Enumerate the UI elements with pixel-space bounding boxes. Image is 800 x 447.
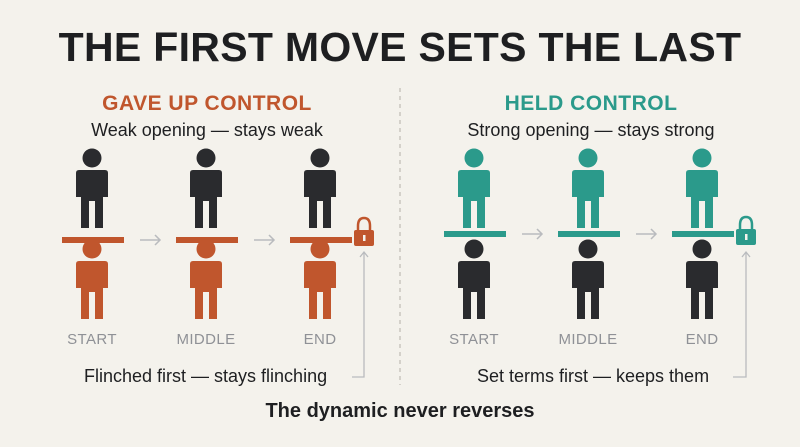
right-caption: Set terms first — keeps them bbox=[477, 366, 710, 386]
left-stage-label-end: END bbox=[303, 331, 337, 348]
arrow-right-icon bbox=[254, 234, 276, 246]
person-icon bbox=[458, 148, 490, 228]
right-stage-end bbox=[672, 148, 734, 319]
main-title: THE FIRST MOVE SETS THE LAST bbox=[58, 24, 742, 70]
left-return-connector bbox=[352, 250, 369, 378]
person-icon bbox=[76, 239, 108, 319]
left-stage-label-start: START bbox=[67, 331, 117, 348]
left-stage-start bbox=[62, 148, 124, 319]
left-subheading: Weak opening — stays weak bbox=[91, 120, 323, 140]
divider-bar bbox=[558, 231, 620, 237]
arrow-right-icon bbox=[522, 228, 544, 240]
person-icon bbox=[686, 239, 718, 319]
left-stage-label-middle: MIDDLE bbox=[176, 331, 236, 348]
left-heading: GAVE UP CONTROL bbox=[102, 92, 312, 115]
left-caption: Flinched first — stays flinching bbox=[84, 366, 328, 386]
person-icon bbox=[458, 239, 490, 319]
person-icon bbox=[686, 148, 718, 228]
person-icon bbox=[304, 239, 336, 319]
person-icon bbox=[304, 148, 336, 228]
left-stage-end bbox=[290, 148, 352, 319]
lock-icon bbox=[736, 215, 756, 245]
left-stage-middle bbox=[176, 148, 238, 319]
person-icon bbox=[190, 239, 222, 319]
right-return-connector bbox=[733, 250, 751, 378]
right-heading: HELD CONTROL bbox=[504, 92, 678, 115]
right-stage-label-end: END bbox=[685, 331, 719, 348]
lock-icon bbox=[354, 216, 374, 246]
person-icon bbox=[572, 148, 604, 228]
right-stage-label-middle: MIDDLE bbox=[558, 331, 618, 348]
right-stage-start bbox=[444, 148, 506, 319]
person-icon bbox=[572, 239, 604, 319]
right-stage-label-start: START bbox=[449, 331, 499, 348]
footer-statement: The dynamic never reverses bbox=[265, 400, 535, 422]
person-icon bbox=[76, 148, 108, 228]
divider-bar bbox=[672, 231, 734, 237]
person-icon bbox=[190, 148, 222, 228]
right-subheading: Strong opening — stays strong bbox=[467, 120, 715, 140]
right-stage-middle bbox=[558, 148, 620, 319]
arrow-right-icon bbox=[140, 234, 162, 246]
arrow-right-icon bbox=[636, 228, 658, 240]
divider-bar bbox=[444, 231, 506, 237]
